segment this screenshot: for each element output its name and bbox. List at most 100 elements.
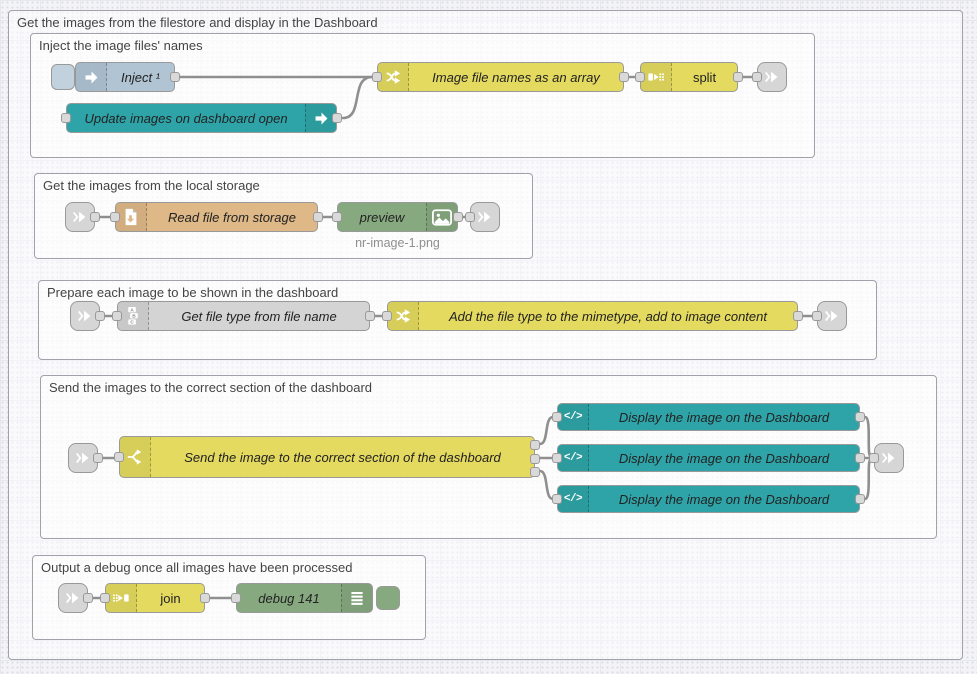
- template-node-1[interactable]: </> Display the image on the Dashboard: [552, 403, 865, 431]
- output-port[interactable]: [855, 494, 865, 504]
- group-inject-label: Inject the image files' names: [39, 38, 203, 53]
- template-node-2[interactable]: </> Display the image on the Dashboard: [552, 444, 865, 472]
- image-preview-node-label: preview: [359, 209, 405, 225]
- link-out-icon: [477, 211, 491, 223]
- group-inject[interactable]: Inject the image files' names: [30, 33, 815, 158]
- svg-text:C: C: [130, 320, 134, 326]
- dashboard-arrow-icon: [305, 104, 336, 132]
- link-in-node-2[interactable]: [65, 202, 100, 232]
- input-port[interactable]: [552, 494, 562, 504]
- template-node-2-label: Display the image on the Dashboard: [618, 450, 830, 466]
- link-out-node-2[interactable]: [465, 202, 500, 232]
- sort-abc-icon: A B C: [118, 302, 149, 330]
- file-in-node[interactable]: Read file from storage: [110, 202, 323, 232]
- input-port[interactable]: [552, 412, 562, 422]
- input-port[interactable]: [112, 311, 122, 321]
- input-port[interactable]: [110, 212, 120, 222]
- input-port[interactable]: [114, 452, 124, 462]
- function-node-filenames[interactable]: Image file names as an array: [372, 62, 629, 92]
- template-node-1-label: Display the image on the Dashboard: [618, 409, 830, 425]
- link-out-icon: [764, 71, 778, 83]
- output-port[interactable]: [200, 593, 210, 603]
- ui-control-node-label: Update images on dashboard open: [84, 110, 288, 126]
- debug-toggle-button[interactable]: [376, 586, 400, 610]
- template-code-icon: </>: [558, 486, 589, 512]
- join-node[interactable]: join: [100, 583, 210, 613]
- input-port[interactable]: [552, 453, 562, 463]
- output-port[interactable]: [453, 212, 463, 222]
- template-node-3[interactable]: </> Display the image on the Dashboard: [552, 485, 865, 513]
- group-send-label: Send the images to the correct section o…: [49, 380, 373, 395]
- output-port-3[interactable]: [530, 467, 540, 477]
- get-file-type-node-label: Get file type from file name: [181, 308, 337, 324]
- split-icon: [641, 63, 672, 91]
- input-port[interactable]: [635, 72, 645, 82]
- output-port[interactable]: [733, 72, 743, 82]
- switch-node-label: Send the image to the correct section of…: [184, 449, 501, 465]
- input-port[interactable]: [61, 113, 71, 123]
- image-icon: [426, 203, 457, 231]
- input-port[interactable]: [332, 212, 342, 222]
- file-icon: [116, 203, 147, 231]
- output-port[interactable]: [93, 453, 103, 463]
- function-icon: [378, 63, 409, 91]
- link-out-icon: [881, 452, 895, 464]
- template-code-icon: </>: [558, 445, 589, 471]
- output-port[interactable]: [619, 72, 629, 82]
- output-port[interactable]: [95, 311, 105, 321]
- input-port[interactable]: [465, 212, 475, 222]
- input-port[interactable]: [869, 453, 879, 463]
- link-in-node-3[interactable]: [70, 301, 105, 331]
- link-in-icon: [75, 452, 89, 464]
- svg-text:A: A: [130, 307, 134, 313]
- inject-node[interactable]: Inject ¹: [75, 62, 180, 92]
- function-icon: [388, 302, 419, 330]
- split-node[interactable]: split: [635, 62, 743, 92]
- inject-trigger-button[interactable]: [51, 64, 75, 90]
- template-code-icon: </>: [558, 404, 589, 430]
- link-out-node-4[interactable]: [869, 443, 904, 473]
- input-port[interactable]: [812, 311, 822, 321]
- output-port-2[interactable]: [530, 454, 540, 464]
- template-node-3-label: Display the image on the Dashboard: [618, 491, 830, 507]
- split-node-label: split: [692, 69, 717, 85]
- input-port[interactable]: [100, 593, 110, 603]
- file-in-node-label: Read file from storage: [168, 209, 296, 225]
- output-port[interactable]: [793, 311, 803, 321]
- link-in-icon: [65, 592, 79, 604]
- link-out-node-3[interactable]: [812, 301, 847, 331]
- output-port-1[interactable]: [530, 440, 540, 450]
- switch-node[interactable]: Send the image to the correct section of…: [114, 436, 540, 478]
- output-port[interactable]: [855, 412, 865, 422]
- output-port[interactable]: [332, 113, 342, 123]
- link-out-icon: [824, 310, 838, 322]
- inject-arrow-icon: [76, 63, 107, 91]
- link-out-node-1[interactable]: [752, 62, 787, 92]
- output-port[interactable]: [313, 212, 323, 222]
- input-port[interactable]: [752, 72, 762, 82]
- output-port[interactable]: [83, 593, 93, 603]
- output-port[interactable]: [170, 72, 180, 82]
- ui-control-node[interactable]: Update images on dashboard open: [61, 103, 342, 133]
- get-file-type-node[interactable]: A B C Get file type from file name: [112, 301, 375, 331]
- input-port[interactable]: [382, 311, 392, 321]
- function-node-filenames-label: Image file names as an array: [432, 69, 600, 85]
- link-in-node-4[interactable]: [68, 443, 103, 473]
- function-node-mimetype[interactable]: Add the file type to the mimetype, add t…: [382, 301, 803, 331]
- debug-node[interactable]: debug 141: [231, 583, 373, 613]
- link-in-node-5[interactable]: [58, 583, 93, 613]
- output-port[interactable]: [90, 212, 100, 222]
- debug-node-label: debug 141: [258, 590, 320, 606]
- debug-list-icon: [341, 584, 372, 612]
- preview-filename-caption: nr-image-1.png: [355, 236, 440, 250]
- link-in-icon: [72, 211, 86, 223]
- switch-icon: [120, 437, 151, 477]
- output-port[interactable]: [855, 453, 865, 463]
- function-node-mimetype-label: Add the file type to the mimetype, add t…: [449, 308, 767, 324]
- image-preview-node[interactable]: preview: [332, 202, 463, 232]
- link-in-icon: [77, 310, 91, 322]
- input-port[interactable]: [372, 72, 382, 82]
- output-port[interactable]: [365, 311, 375, 321]
- input-port[interactable]: [231, 593, 241, 603]
